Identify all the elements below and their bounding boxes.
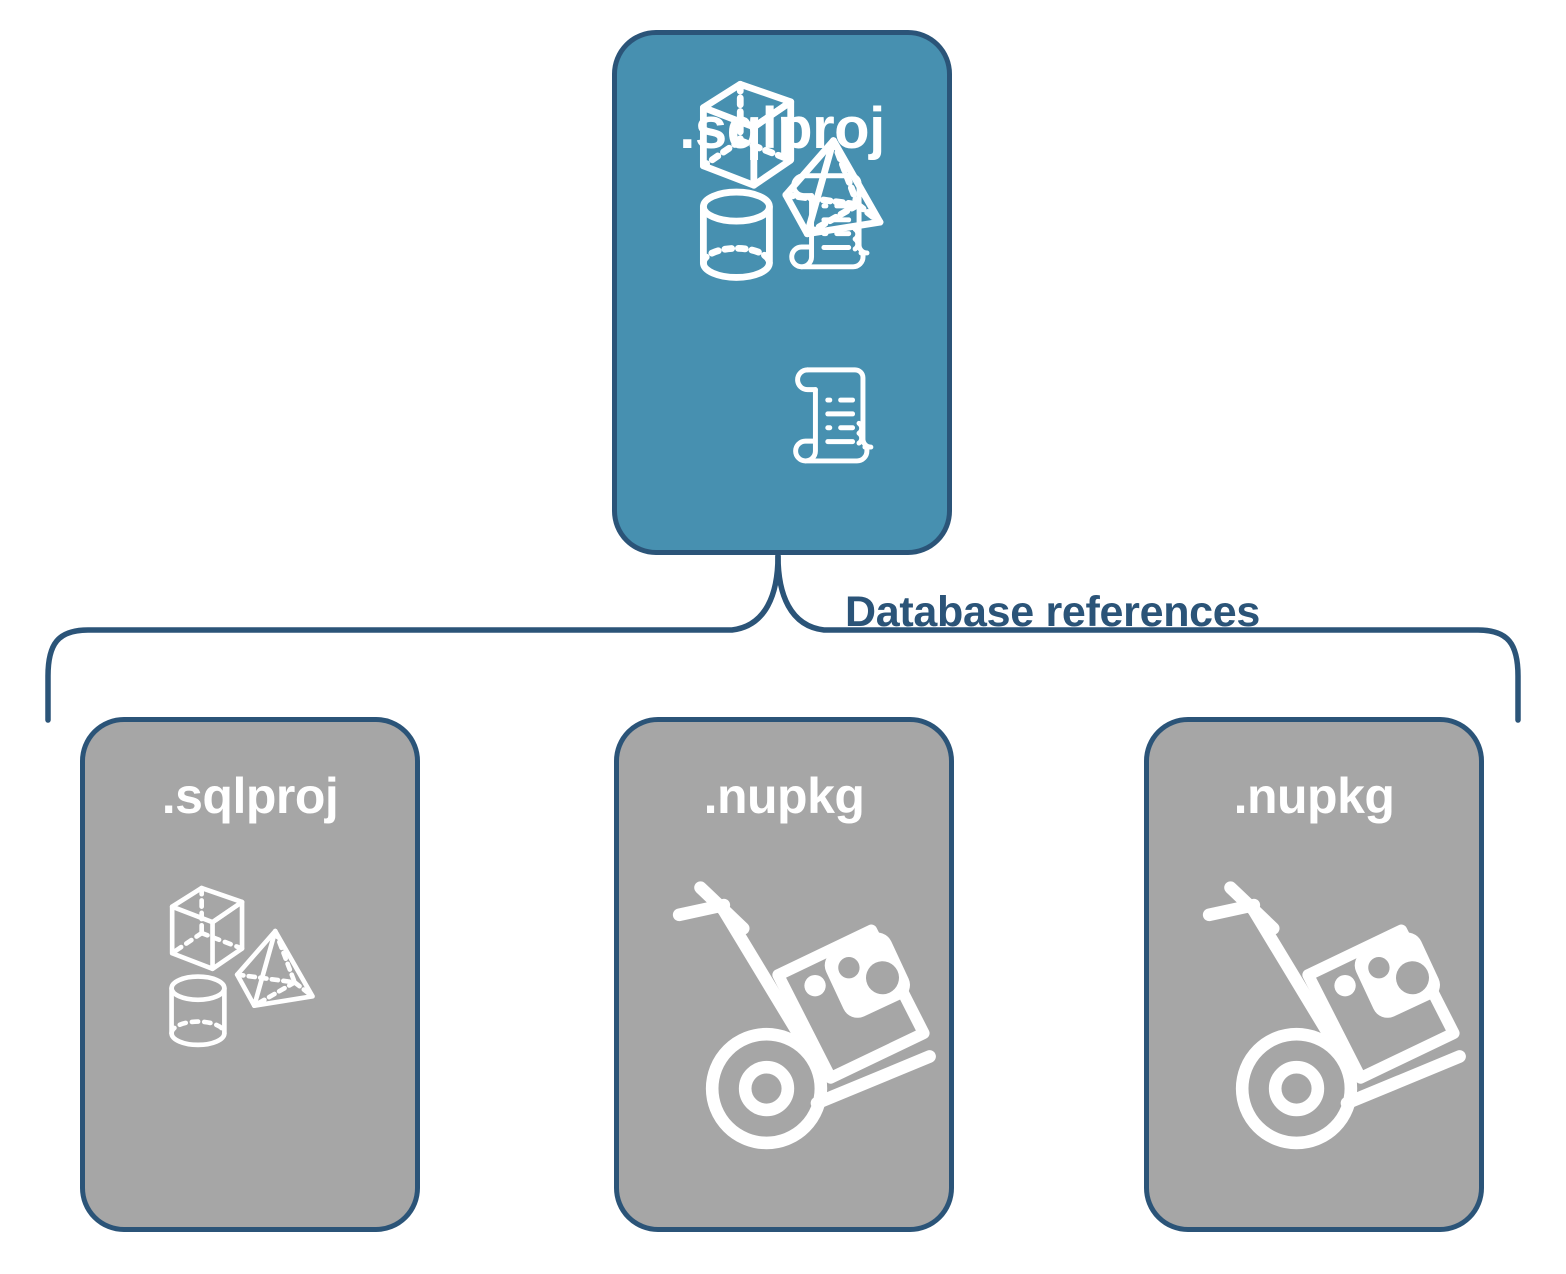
hand-truck-package-icon: [1202, 881, 1466, 1150]
pyramid-wireframe-icon: [234, 928, 315, 1008]
database-references-bracket: [45, 553, 1521, 723]
scroll-script-icon: [793, 367, 874, 464]
reference-card-label: .nupkg: [703, 768, 865, 824]
cube-wireframe-icon: [169, 885, 245, 972]
database-references-label: Database references: [845, 588, 1260, 636]
root-card-label: .sqlproj: [679, 96, 885, 161]
cylinder-wireframe-icon: [169, 974, 227, 1048]
reference-card-nupkg[interactable]: .nupkg: [1144, 717, 1484, 1232]
scroll-script-icon-lines: [821, 203, 852, 250]
reference-card-nupkg[interactable]: .nupkg: [614, 717, 954, 1232]
scroll-script-icon: [789, 173, 870, 270]
reference-card-label: .sqlproj: [161, 768, 339, 824]
reference-card-label: .nupkg: [1233, 768, 1395, 824]
root-sqlproj-card[interactable]: .sqlproj: [612, 30, 952, 555]
cylinder-wireframe-icon: [699, 188, 773, 281]
scroll-script-icon-lines: [825, 397, 856, 445]
hand-truck-package-icon: [672, 881, 936, 1150]
reference-card-sqlproj[interactable]: .sqlproj: [80, 717, 420, 1232]
